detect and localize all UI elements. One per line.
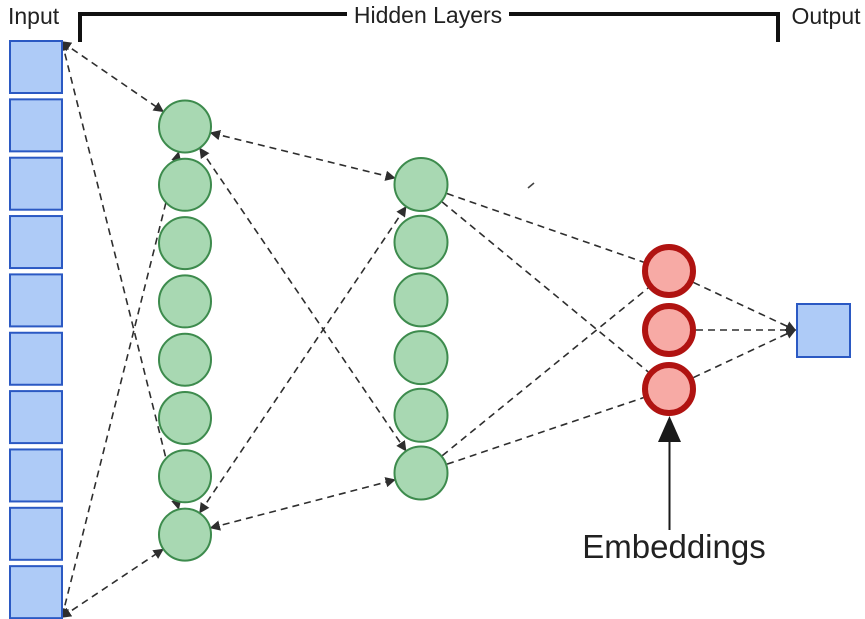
embedding-node	[642, 244, 696, 298]
connection-line	[59, 40, 182, 510]
connection-line	[441, 201, 649, 373]
hidden-node	[158, 449, 212, 504]
hidden-node	[158, 274, 212, 329]
bracket-right-segment	[509, 12, 780, 42]
embeddings-arrow	[658, 416, 681, 530]
hidden-node	[158, 507, 212, 562]
input-node	[9, 215, 63, 270]
input-node	[9, 273, 63, 328]
hidden-node	[393, 214, 449, 270]
embeddings-label: Embeddings	[582, 528, 765, 565]
input-node	[9, 156, 63, 211]
embedding-node	[642, 362, 696, 416]
input-node	[9, 331, 63, 386]
connection-line	[199, 147, 407, 452]
embeddings-arrowhead-icon	[658, 416, 681, 442]
hidden-node	[393, 272, 449, 328]
connection-line	[693, 281, 797, 331]
connection-line	[60, 548, 164, 618]
input-node	[9, 448, 63, 503]
output-node	[796, 303, 851, 358]
connection-line	[59, 151, 182, 619]
input-node	[9, 98, 63, 153]
hidden-node	[393, 445, 449, 501]
connection-line	[446, 396, 644, 465]
hidden-node	[158, 216, 212, 271]
connection-line	[199, 206, 407, 514]
hidden-node	[158, 157, 212, 212]
embedding-node	[642, 303, 696, 357]
input-node	[9, 390, 63, 445]
hidden-node	[158, 99, 212, 154]
input-node	[9, 40, 63, 94]
connection-line	[693, 329, 797, 379]
output-label: Output	[791, 3, 861, 29]
connection-line	[209, 130, 396, 181]
stray-mark	[527, 182, 535, 189]
connection-line	[209, 477, 396, 531]
hidden-node	[158, 332, 212, 387]
bracket-left-segment	[78, 12, 347, 42]
hidden-node	[393, 330, 449, 386]
hidden-layers-label: Hidden Layers	[354, 2, 502, 28]
input-node	[9, 506, 63, 561]
hidden-layers-bracket	[78, 12, 780, 42]
nodes-group	[9, 40, 851, 619]
input-node	[9, 565, 63, 619]
input-label: Input	[8, 3, 60, 29]
hidden-node	[393, 387, 449, 443]
connections-group	[59, 40, 797, 619]
connection-line	[446, 192, 644, 263]
connection-line	[441, 287, 649, 457]
hidden-node	[158, 391, 212, 445]
hidden-node	[393, 157, 449, 212]
